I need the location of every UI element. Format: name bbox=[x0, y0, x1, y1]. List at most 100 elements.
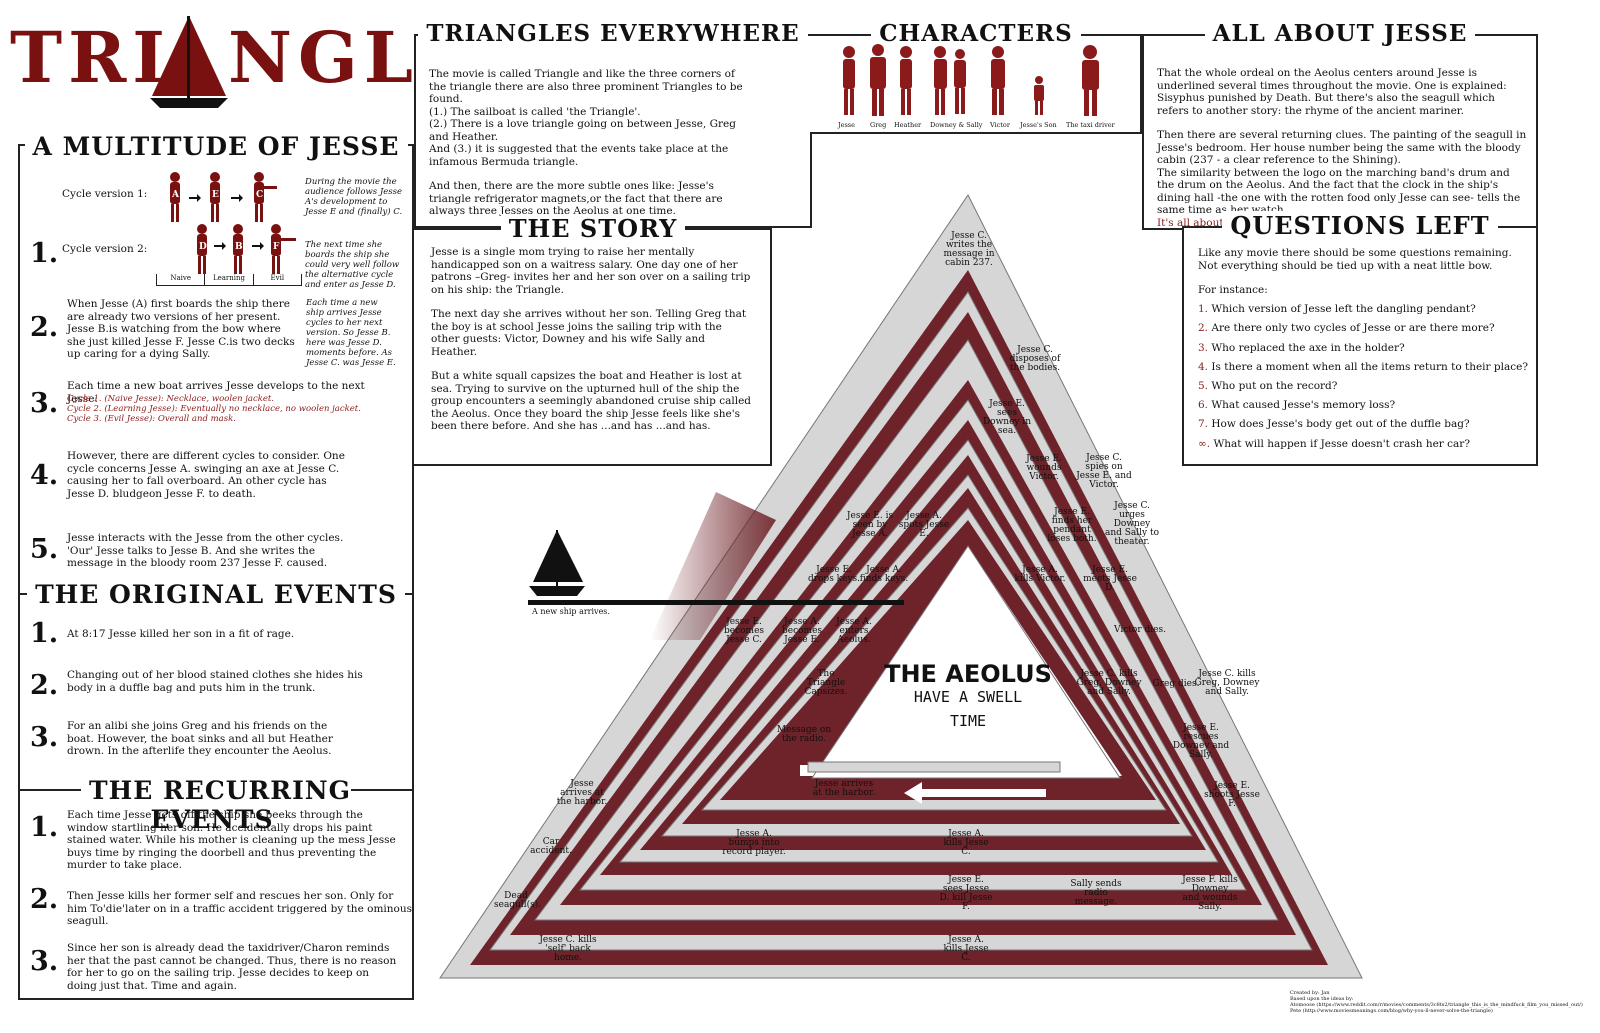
recurring-num-3: 3. bbox=[30, 946, 59, 977]
questions-panel bbox=[1182, 226, 1538, 466]
question-7: 7. How does Jesse's body get out of the … bbox=[1198, 418, 1528, 431]
about-p1: That the whole ordeal on the Aeolus cent… bbox=[1157, 67, 1507, 117]
credits-l3: Atomoose (https://www.reddit.com/r/movie… bbox=[1290, 1002, 1583, 1008]
question-text-6: What caused Jesse's memory loss? bbox=[1211, 399, 1396, 412]
svg-text:C: C bbox=[256, 190, 263, 200]
caption-learning: Learning bbox=[205, 274, 254, 285]
story-p3: But a white squall capsizes the boat and… bbox=[431, 370, 752, 432]
step-wounds-victor: Jesse E. wounds Victor. bbox=[1026, 454, 1062, 482]
cycle2-note: The next time she boards the ship she co… bbox=[305, 240, 400, 290]
question-2: 2. Are there only two cycles of Jesse or… bbox=[1198, 322, 1528, 335]
step-message-radio: Message on the radio. bbox=[776, 725, 832, 744]
question-text-7: How does Jesse's body get out of the duf… bbox=[1211, 418, 1470, 431]
cycle2-captions: Naive Learning Evil bbox=[156, 274, 302, 286]
step-spies: Jesse C. spies on Jesse E. and Victor. bbox=[1076, 453, 1132, 490]
everywhere-title: TRIANGLES EVERYWHERE bbox=[418, 20, 808, 47]
cycle-line-3: Cycle 3. (Evil Jesse): Overall and mask. bbox=[67, 414, 236, 424]
step-kills-c-2: Jesse A. kills Jesse C. bbox=[943, 935, 989, 963]
aeolus-sub2: TIME bbox=[949, 712, 987, 730]
recurring-item-2: Then Jesse kills her former self and res… bbox=[67, 890, 412, 927]
story-p1: Jesse is a single mom trying to raise he… bbox=[431, 246, 751, 296]
new-ship-sailboat-icon bbox=[529, 530, 585, 596]
multitude-item-2-note: Each time a new ship arrives Jesse cycle… bbox=[306, 298, 396, 368]
svg-text:F: F bbox=[273, 242, 280, 252]
cycle2-label: Cycle version 2: bbox=[62, 243, 148, 255]
original-heading: THE ORIGINAL EVENTS bbox=[18, 580, 414, 609]
step-sees-d-kill: Jesse E. sees Jesse D. kill Jesse F. bbox=[939, 875, 993, 912]
question-3: 3. Who replaced the axe in the holder? bbox=[1198, 342, 1528, 355]
question-text-4: Is there a moment when all the items ret… bbox=[1211, 360, 1528, 373]
char-heather: Heather bbox=[894, 121, 922, 129]
story-body: Jesse is a single mom trying to raise he… bbox=[431, 246, 753, 433]
everywhere-l3: And (3.) it is suggested that the events… bbox=[429, 143, 729, 168]
svg-text:D: D bbox=[199, 242, 207, 252]
recurring-num-1: 1. bbox=[30, 812, 59, 843]
char-greg: Greg bbox=[870, 121, 887, 129]
caption-naive: Naive bbox=[157, 274, 206, 285]
question-1: 1. Which version of Jesse left the dangl… bbox=[1198, 303, 1528, 316]
question-text-2: Are there only two cycles of Jesse or ar… bbox=[1211, 322, 1495, 335]
left-column-panel bbox=[18, 144, 414, 1000]
multitude-num-5: 5. bbox=[30, 534, 59, 565]
multitude-item-5: Jesse interacts with the Jesse from the … bbox=[67, 532, 344, 569]
logo-text-left: TRI bbox=[10, 16, 172, 99]
original-num-2: 2. bbox=[30, 670, 59, 701]
step-arrives-inner: Jesse arrives at the harbor. bbox=[812, 779, 876, 798]
cycle1-label: Cycle version 1: bbox=[62, 188, 148, 200]
about-p2: Then there are several returning clues. … bbox=[1157, 129, 1527, 166]
question-num-7: 7. bbox=[1198, 418, 1209, 431]
step-capsizes: The Triangle Capsizes. bbox=[804, 669, 848, 697]
aeolus-sub1: HAVE A SWELL bbox=[913, 688, 1023, 706]
question-4: 4. Is there a moment when all the items … bbox=[1198, 361, 1528, 374]
step-kills-greg-inner: Jesse C. kills Greg, Downey and Sally. bbox=[1076, 669, 1142, 697]
svg-text:A: A bbox=[171, 190, 180, 200]
char-victor: Victor bbox=[990, 121, 1010, 129]
recurring-item-1: Each time Jesse gets off the ship she pe… bbox=[67, 809, 396, 871]
about-panel bbox=[1142, 34, 1538, 230]
step-enters: Jesse A. enters Aeolus. bbox=[836, 617, 872, 645]
about-body: That the whole ordeal on the Aeolus cent… bbox=[1157, 67, 1527, 229]
everywhere-p1: The movie is called Triangle and like th… bbox=[429, 68, 743, 105]
everywhere-body: The movie is called Triangle and like th… bbox=[429, 68, 749, 218]
sailboat-logo-icon bbox=[150, 16, 228, 108]
question-text-3: Who replaced the axe in the holder? bbox=[1211, 341, 1405, 354]
story-p2: The next day she arrives without her son… bbox=[431, 308, 747, 358]
about-p3: The similarity between the logo on the m… bbox=[1157, 166, 1521, 217]
questions-intro: Like any movie there should be some ques… bbox=[1198, 247, 1512, 272]
characters-title: CHARACTERS bbox=[871, 20, 1081, 47]
questions-body: Like any movie there should be some ques… bbox=[1198, 247, 1528, 457]
step-finds-pendant: Jesse E. finds her pendant loses both. bbox=[1047, 507, 1097, 544]
everywhere-heading: TRIANGLES EVERYWHERE bbox=[414, 20, 812, 47]
about-title: ALL ABOUT JESSE bbox=[1204, 20, 1476, 47]
aeolus-triangle-diagram bbox=[439, 194, 1363, 979]
step-spots: Jesse A. spots Jesse E. bbox=[898, 511, 950, 539]
step-greg-dies: Greg dies. bbox=[1152, 679, 1200, 689]
svg-text:E: E bbox=[212, 190, 219, 200]
recurring-item-3: Since her son is already dead the taxidr… bbox=[67, 942, 397, 992]
multitude-num-2: 2. bbox=[30, 312, 59, 343]
question-text-1: Which version of Jesse left the dangling… bbox=[1211, 303, 1476, 316]
aeolus-title: THE AEOLUS bbox=[884, 660, 1052, 688]
step-kills-victor: Jesse A. kills Victor. bbox=[1014, 565, 1066, 584]
question-5: 5. Who put on the record? bbox=[1198, 380, 1528, 393]
question-num-2: 2. bbox=[1198, 322, 1209, 335]
multitude-item-2: When Jesse (A) first boards the ship the… bbox=[67, 298, 295, 360]
question-num-5: 5. bbox=[1198, 379, 1209, 392]
step-kills-c-1: Jesse A. kills Jesse C. bbox=[943, 829, 989, 857]
story-panel bbox=[414, 228, 772, 466]
char-taxi: The taxi driver bbox=[1066, 121, 1115, 129]
triangle-logo: TRI NGLE bbox=[10, 14, 472, 114]
credits: Created by: Jan Based upon the ideas by:… bbox=[1290, 990, 1590, 1014]
step-dead-seagull: Dead seagull(s). bbox=[494, 891, 542, 910]
everywhere-l1: (1.) The sailboat is called 'the Triangl… bbox=[429, 105, 641, 118]
step-disposes: Jesse C. disposes of the bodies. bbox=[1009, 345, 1061, 373]
step-sees-downey: Jesse E. sees Downey in sea. bbox=[982, 399, 1032, 436]
step-shoots: Jesse E. shoots Jesse F. bbox=[1204, 781, 1260, 809]
credits-l2: Based upon the ideas by: bbox=[1290, 996, 1354, 1002]
step-car-accident: Car accident. bbox=[530, 837, 572, 856]
step-becomes-c: Jesse E. becomes Jesse C. bbox=[723, 617, 765, 645]
multitude-num-3: 3. bbox=[30, 388, 59, 419]
original-item-3: For an alibi she joins Greg and his frie… bbox=[67, 720, 333, 757]
question-num-1: 1. bbox=[1198, 303, 1209, 316]
